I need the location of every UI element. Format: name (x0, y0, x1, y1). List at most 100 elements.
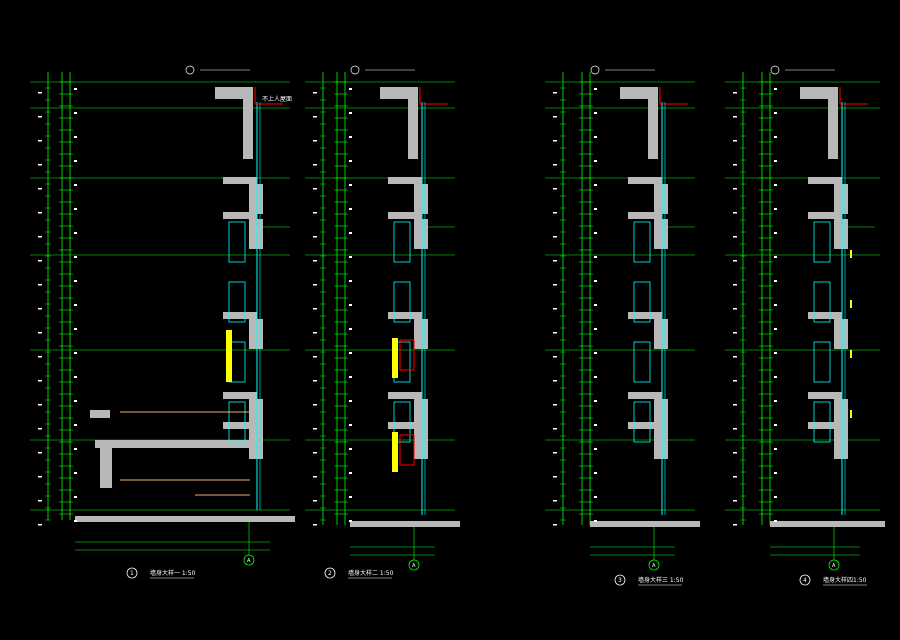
level-mark (38, 236, 42, 238)
level-mark (74, 280, 77, 282)
axis-label: A (412, 563, 416, 569)
level-mark (774, 496, 777, 498)
axis-circle (648, 559, 660, 571)
level-mark (774, 472, 777, 474)
spandrel (654, 319, 668, 349)
level-mark (774, 232, 777, 234)
level-mark (38, 260, 42, 262)
red-block (399, 339, 415, 371)
level-mark (313, 308, 317, 310)
floor-slab (223, 212, 257, 219)
details (120, 87, 868, 571)
level-mark (594, 400, 597, 402)
level-mark (774, 376, 777, 378)
level-mark (349, 208, 352, 210)
roof-parapet (620, 87, 658, 99)
level-mark (553, 188, 557, 190)
level-mark (774, 256, 777, 258)
axis-label: A (832, 563, 836, 569)
level-mark (74, 304, 77, 306)
level-mark (594, 304, 597, 306)
note-circle (590, 65, 600, 75)
level-mark (594, 184, 597, 186)
level-mark (349, 400, 352, 402)
spandrel (654, 399, 668, 429)
roof-parapet (215, 87, 253, 99)
level-mark (38, 524, 42, 526)
level-mark (349, 304, 352, 306)
level-mark (594, 208, 597, 210)
floor-slab (808, 392, 842, 399)
level-mark (313, 260, 317, 262)
level-mark (74, 184, 77, 186)
level-mark (349, 232, 352, 234)
section-caption: 墙身大样一 1:50 (150, 569, 196, 577)
spandrel (249, 399, 263, 429)
floor-slab (388, 212, 422, 219)
ground-slab (350, 521, 460, 527)
level-mark (594, 280, 597, 282)
yellow-column (392, 338, 398, 378)
level-mark (349, 472, 352, 474)
note-circle (185, 65, 195, 75)
spandrel (249, 184, 263, 214)
level-mark (313, 452, 317, 454)
level-mark (774, 520, 777, 522)
window-frame (393, 401, 411, 443)
section-number: 2 (328, 570, 332, 577)
level-mark (313, 380, 317, 382)
roof-parapet (800, 87, 838, 99)
level-mark (594, 160, 597, 162)
level-mark (38, 284, 42, 286)
level-mark (313, 164, 317, 166)
level-mark (313, 116, 317, 118)
yellow-marker (850, 250, 852, 258)
podium-wall (90, 410, 110, 418)
wall-sections (75, 87, 885, 527)
level-mark (774, 424, 777, 426)
level-mark (349, 352, 352, 354)
level-mark (38, 308, 42, 310)
level-mark (553, 236, 557, 238)
red-block (399, 434, 415, 466)
floor-slab (388, 312, 422, 319)
podium-pier (100, 448, 112, 488)
level-mark (733, 92, 737, 94)
yellow-marker (850, 300, 852, 308)
level-mark (553, 356, 557, 358)
window-frame (393, 281, 411, 323)
section-number-circle (324, 567, 336, 579)
spandrel (654, 219, 668, 249)
level-mark (733, 500, 737, 502)
section-number-circle (126, 567, 138, 579)
section-number: 4 (803, 577, 807, 584)
level-mark (774, 328, 777, 330)
floor-slab (223, 422, 257, 429)
level-mark (733, 284, 737, 286)
level-mark (349, 184, 352, 186)
level-mark (38, 404, 42, 406)
level-mark (733, 140, 737, 142)
axis-label: A (247, 558, 251, 564)
spandrel (834, 184, 848, 214)
level-mark (553, 308, 557, 310)
floor-slab (628, 422, 662, 429)
level-mark (553, 140, 557, 142)
floor-slab (628, 312, 662, 319)
spandrel (414, 399, 428, 429)
level-mark (733, 356, 737, 358)
level-mark (349, 496, 352, 498)
level-mark (38, 332, 42, 334)
ground-slab (75, 516, 295, 522)
upper-wall (408, 99, 418, 159)
roof-parapet (380, 87, 418, 99)
level-mark (38, 164, 42, 166)
level-mark (553, 260, 557, 262)
level-mark (774, 160, 777, 162)
level-mark (774, 280, 777, 282)
ground-slab (770, 521, 885, 527)
level-mark (594, 424, 597, 426)
level-mark (313, 92, 317, 94)
level-mark (74, 424, 77, 426)
floor-slab (808, 177, 842, 184)
